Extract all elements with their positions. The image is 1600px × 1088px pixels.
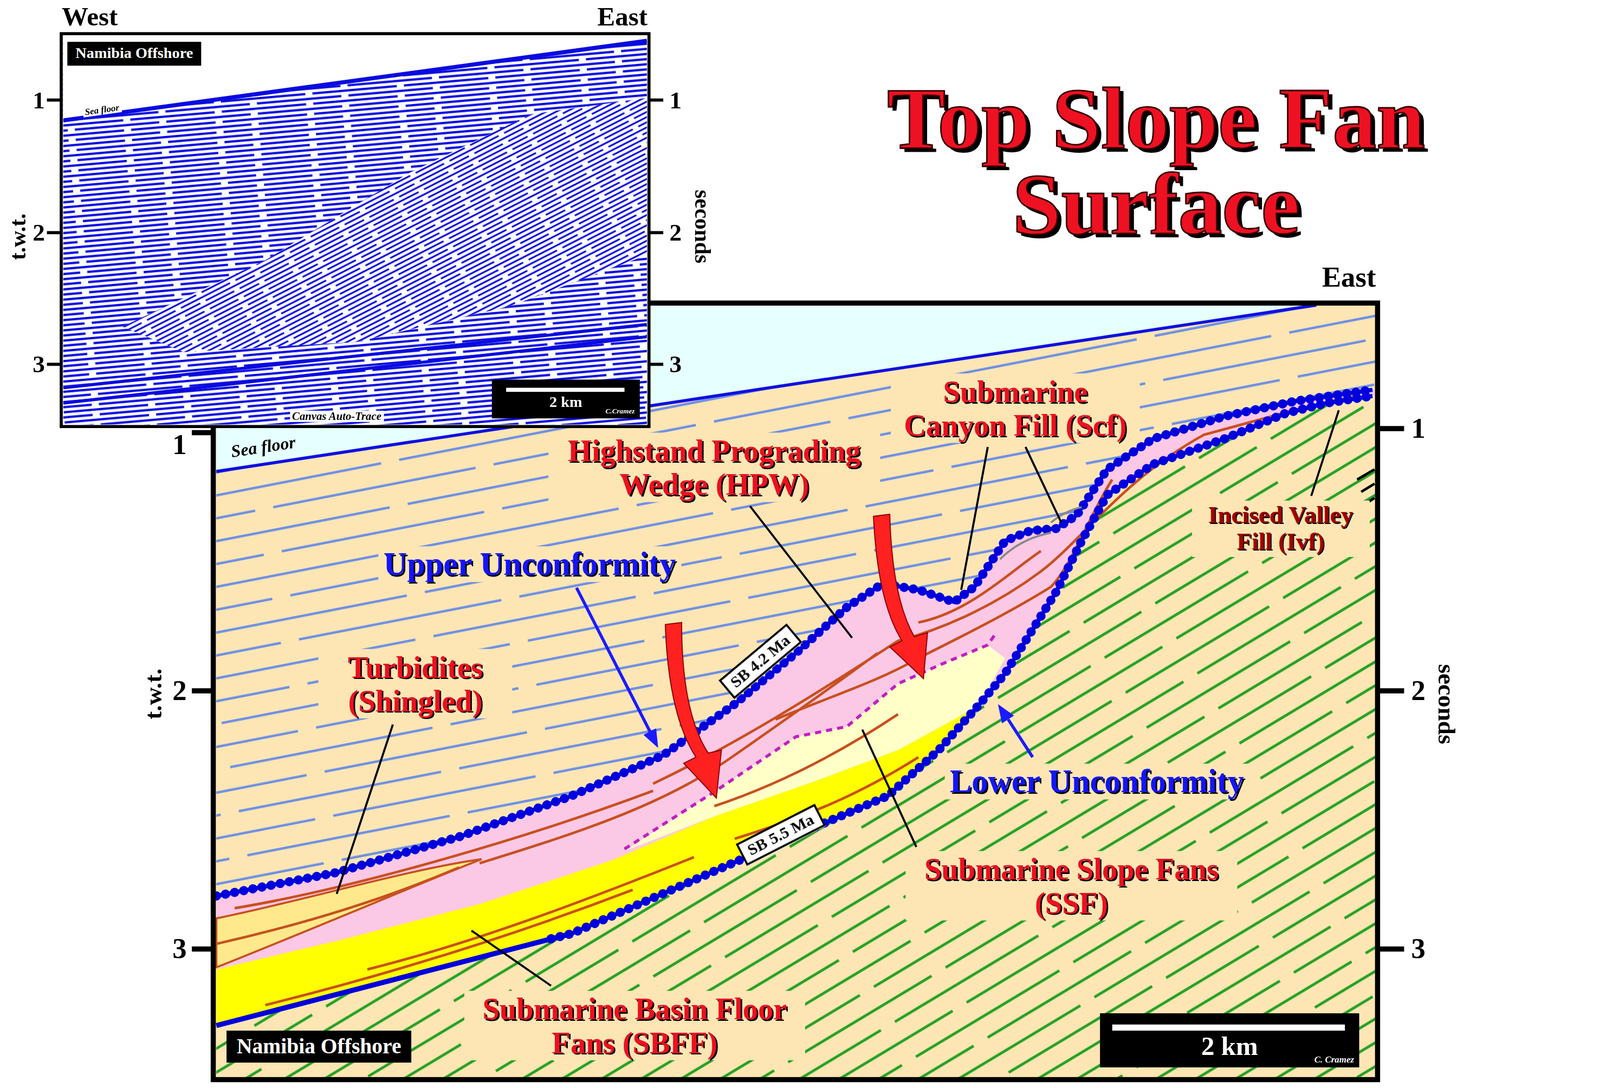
axis-title: seconds [1434, 663, 1460, 744]
pointer-arrow [1008, 719, 1033, 758]
seismic-clinoform-ground [122, 98, 647, 353]
scale-text: 2 km [549, 393, 582, 411]
scale-bar: 2 km C.Cramez [491, 379, 640, 419]
axis-ticks [191, 428, 1404, 949]
location-tag: Namibia Offshore [67, 41, 202, 65]
direction-label: East [1322, 263, 1377, 293]
upper-unconformity-beads [216, 389, 1373, 896]
unit-label: Highstand Prograding Wedge (HPW) [548, 432, 880, 503]
unit-label: Turbidites (Shingled) [318, 649, 513, 719]
axis-title: t.w.t. [140, 668, 166, 720]
axis-title: seconds [690, 189, 714, 264]
seismic-section [63, 35, 647, 425]
unit-label: Incised Valley Fill (Ivf) [1192, 500, 1370, 557]
location-tag: Namibia Offshore [226, 1030, 412, 1063]
unit-label: Submarine Basin Floor Fans (SBFF) [464, 990, 806, 1061]
axis-number: 3 [32, 352, 45, 377]
highstand-wedge-fill [216, 389, 1376, 1026]
axis-number: 2 [1411, 676, 1426, 706]
valley-fill-hatch [1357, 469, 1375, 504]
box-text: Namibia Offshore [75, 44, 193, 62]
box-text: Namibia Offshore [236, 1034, 402, 1059]
axis-number: 1 [32, 87, 45, 113]
surface-label: Upper Unconformity [378, 546, 681, 582]
axis-title: t.w.t. [7, 213, 30, 261]
scale-bar-line [506, 387, 625, 393]
upper-unconformity-line [216, 389, 1373, 896]
axis-number: 2 [172, 676, 187, 706]
scale-text: 2 km [1201, 1032, 1259, 1062]
unit-label: Submarine Canyon Fill (Scf) [890, 373, 1140, 443]
axis-number: 3 [669, 352, 682, 377]
scale-bar-line [1112, 1024, 1345, 1031]
software-note: Canvas Auto-Trace [289, 410, 384, 423]
pointer-arrow [576, 587, 651, 733]
seismic-clinoform-traces [122, 98, 647, 353]
inset-frame [61, 33, 650, 427]
pointer-arrowhead [998, 703, 1015, 724]
scale-bar: 2 km C. Cramez [1099, 1013, 1359, 1068]
axis-number: 3 [1411, 934, 1426, 964]
axis-number: 1 [172, 430, 187, 460]
direction-label: West [61, 4, 118, 31]
internal-reflectors [216, 396, 1358, 1006]
direction-label: East [597, 4, 649, 31]
seismic-strong-reflectors [63, 324, 647, 404]
title: Top Slope Fan Surface [840, 75, 1473, 248]
canyon-fill-reflectors [1000, 507, 1083, 560]
axis-number: 3 [172, 934, 187, 964]
surface-label: Lower Unconformity [944, 763, 1250, 800]
axis-number: 1 [1411, 414, 1426, 444]
seismic-sea-floor [63, 40, 647, 121]
onlap-arrow [665, 622, 722, 799]
old-reflectors [216, 396, 1376, 1080]
axis-number: 2 [669, 220, 682, 245]
inset-ground [61, 33, 650, 427]
pointer-arrowhead [643, 728, 659, 748]
unit-label: Submarine Slope Fans (SSF) [905, 851, 1237, 921]
axis-number: 1 [669, 87, 682, 113]
inset-axis-ticks [47, 100, 664, 365]
seismic-flat-traces [63, 35, 647, 425]
onlap-arrow [873, 514, 928, 679]
author-credit: C.Cramez [605, 408, 636, 417]
author-credit: C. Cramez [1314, 1055, 1355, 1066]
axis-number: 2 [32, 220, 45, 245]
seismic-water [63, 35, 647, 121]
